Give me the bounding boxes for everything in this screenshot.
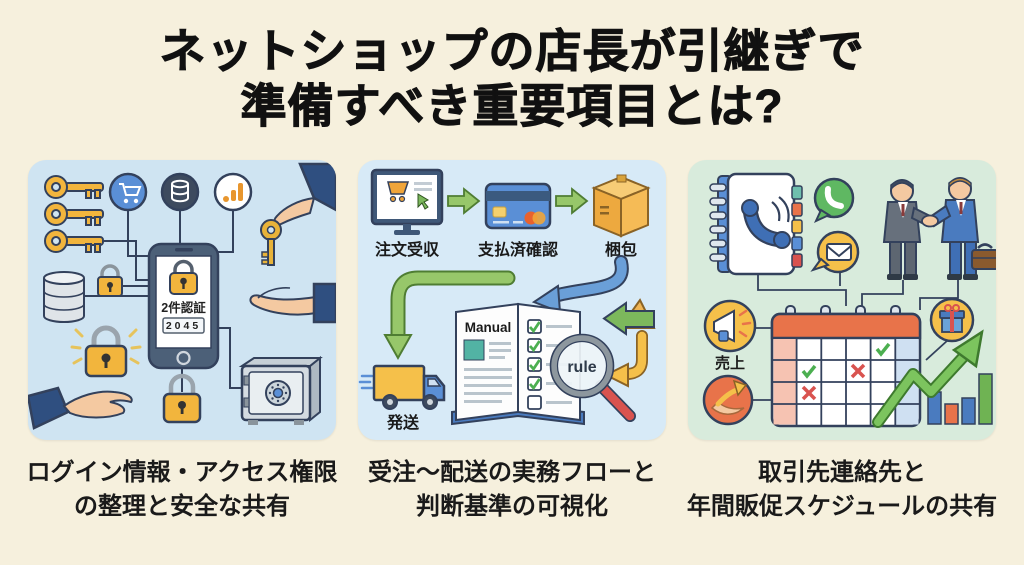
manual-label: Manual bbox=[465, 320, 512, 335]
title-line-2: 準備すべき重要項目とは? bbox=[240, 80, 784, 133]
email-icon bbox=[810, 231, 860, 274]
auth-code-value: 2045 bbox=[166, 320, 201, 332]
order-label: 注文受収 bbox=[375, 240, 440, 259]
phone-call-icon bbox=[741, 196, 791, 250]
lock-rays bbox=[70, 328, 142, 365]
server-stack-icon bbox=[43, 271, 85, 324]
order-flow-illustration: 注文受収 支払済確認 bbox=[358, 169, 656, 432]
growth-arrow-icon bbox=[872, 329, 984, 429]
page-title: ネットショップの店長が引継ぎで 準備すべき重要項目とは? bbox=[0, 0, 1024, 134]
panel-order-flow: 注文受収 支払済確認 bbox=[358, 160, 666, 441]
shared-lock-icon bbox=[70, 325, 142, 378]
caption-line: 取引先連絡先と bbox=[758, 459, 926, 487]
spiral-rings bbox=[709, 183, 727, 263]
panel-login-security: 2件認証 2045 bbox=[28, 160, 336, 441]
curved-arrow-blue-icon bbox=[531, 255, 629, 314]
monitor-order-icon bbox=[370, 169, 444, 236]
connector-lines bbox=[752, 272, 959, 402]
login-security-illustration: 2件認証 2045 bbox=[28, 163, 336, 431]
magnifier-rule-icon: rule bbox=[549, 334, 636, 423]
packing-label: 梱包 bbox=[605, 240, 637, 259]
rule-label: rule bbox=[567, 359, 596, 376]
caption-line: 年間販促スケジュールの共有 bbox=[686, 493, 998, 521]
caption-line: 判断基準の可視化 bbox=[416, 493, 608, 521]
caption-line: の整理と安全な共有 bbox=[74, 493, 290, 521]
two-factor-label: 2件認証 bbox=[161, 300, 206, 315]
caption-line: 受注〜配送の実務フローと bbox=[368, 459, 656, 487]
curved-arrow-green-icon bbox=[383, 270, 516, 361]
caption-line: ログイン情報・アクセス権限 bbox=[26, 459, 338, 487]
calendar-icon bbox=[770, 305, 922, 428]
megaphone-icon bbox=[703, 300, 757, 353]
contacts-schedule-illustration: 売上 bbox=[702, 173, 996, 429]
hand-receiving-icon bbox=[249, 283, 336, 324]
truck-icon bbox=[358, 365, 446, 411]
keys-icon bbox=[44, 175, 104, 254]
column-login-security: 2件認証 2045 bbox=[27, 160, 338, 524]
bottom-lock-icon bbox=[162, 374, 202, 424]
smartphone-2fa-icon: 2件認証 2045 bbox=[147, 243, 220, 370]
handshake-icon bbox=[882, 177, 996, 281]
flow-arrow-icon bbox=[447, 187, 481, 216]
contact-book-icon bbox=[709, 173, 803, 276]
bar-chart-icon bbox=[927, 373, 993, 426]
businessman-right bbox=[928, 177, 996, 281]
small-lock-icon bbox=[97, 264, 123, 298]
package-box-icon bbox=[591, 174, 651, 238]
hand-offering-icon bbox=[28, 386, 133, 431]
payment-label: 支払済確認 bbox=[477, 240, 558, 259]
flow-arrow-icon bbox=[555, 187, 589, 216]
sales-hand-icon bbox=[702, 375, 754, 426]
panel-contacts-schedule: 売上 bbox=[688, 160, 996, 441]
businessman-left bbox=[882, 179, 934, 281]
chat-phone-icon bbox=[813, 178, 855, 224]
index-tabs bbox=[791, 185, 803, 269]
cart-icon bbox=[108, 173, 148, 212]
sales-label: 売上 bbox=[715, 354, 745, 372]
caption-order-flow: 受注〜配送の実務フローと 判断基準の可視化 bbox=[368, 456, 656, 524]
title-line-1: ネットショップの店長が引継ぎで bbox=[159, 24, 865, 77]
column-order-flow: 注文受収 支払済確認 bbox=[358, 160, 666, 524]
caption-contacts-schedule: 取引先連絡先と 年間販促スケジュールの共有 bbox=[687, 456, 997, 524]
caption-login-security: ログイン情報・アクセス権限 の整理と安全な共有 bbox=[27, 456, 338, 524]
analytics-icon bbox=[213, 173, 253, 212]
column-contacts-schedule: 売上 bbox=[687, 160, 997, 524]
shipping-label: 発送 bbox=[386, 413, 420, 432]
feedback-arrows-icon bbox=[602, 298, 656, 388]
safe-icon bbox=[238, 356, 323, 426]
hand-giving-key-icon bbox=[260, 163, 336, 267]
panels-row: 2件認証 2045 bbox=[0, 160, 1024, 524]
database-icon bbox=[160, 173, 200, 212]
credit-card-icon bbox=[484, 183, 552, 230]
gift-icon bbox=[929, 298, 975, 343]
